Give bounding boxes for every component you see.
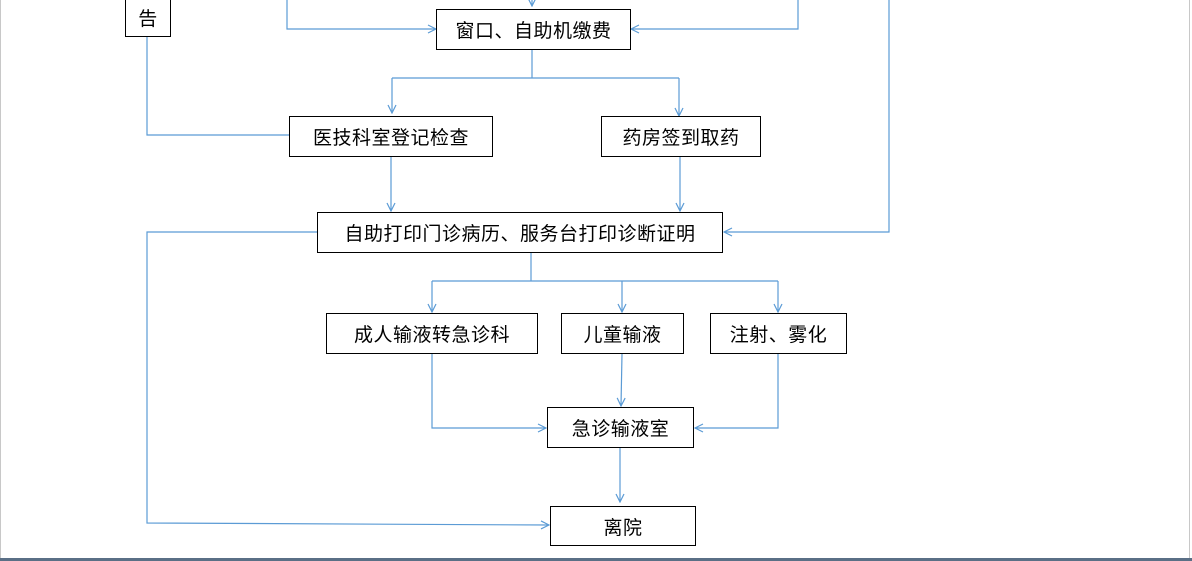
notice-box-partial: 告 <box>125 0 171 37</box>
connector-top-right <box>631 0 799 29</box>
emergency-infusion-box-label: 急诊输液室 <box>571 418 670 440</box>
payment-box: 窗口、自助机缴费 <box>436 9 631 50</box>
connector-notice-to-medical <box>146 37 289 136</box>
injection-box: 注射、雾化 <box>710 313 847 354</box>
print-records-box: 自助打印门诊病历、服务台打印诊断证明 <box>317 212 723 253</box>
print-records-box-label: 自助打印门诊病历、服务台打印诊断证明 <box>344 223 696 245</box>
page-border-left <box>0 0 1 561</box>
connector-top-left <box>286 0 436 29</box>
payment-box-label: 窗口、自助机缴费 <box>455 20 612 42</box>
injection-box-label: 注射、雾化 <box>729 324 828 346</box>
connector-child-to-emergency <box>621 353 622 406</box>
adult-infusion-box: 成人输液转急诊科 <box>326 313 538 354</box>
page-border-bottom <box>0 558 1192 561</box>
connector-adult-to-emergency <box>431 354 546 428</box>
pharmacy-box-label: 药房签到取药 <box>622 127 740 149</box>
leave-box-label: 离院 <box>603 516 643 539</box>
medical-tech-box-label: 医技科室登记检查 <box>312 127 469 149</box>
child-infusion-box: 儿童输液 <box>561 313 684 354</box>
pharmacy-box: 药房签到取药 <box>601 116 761 157</box>
medical-tech-box: 医技科室登记检查 <box>289 116 493 157</box>
connector-print-left-to-leave <box>146 231 549 525</box>
notice-box-label: 告 <box>138 8 158 30</box>
page-border-right <box>1189 0 1190 561</box>
adult-infusion-box-label: 成人输液转急诊科 <box>353 324 510 346</box>
emergency-infusion-box: 急诊输液室 <box>547 407 694 448</box>
connector-injection-to-emergency <box>695 354 779 428</box>
child-infusion-box-label: 儿童输液 <box>583 324 662 346</box>
connector-right-to-print <box>724 0 890 232</box>
leave-box: 离院 <box>550 506 696 546</box>
